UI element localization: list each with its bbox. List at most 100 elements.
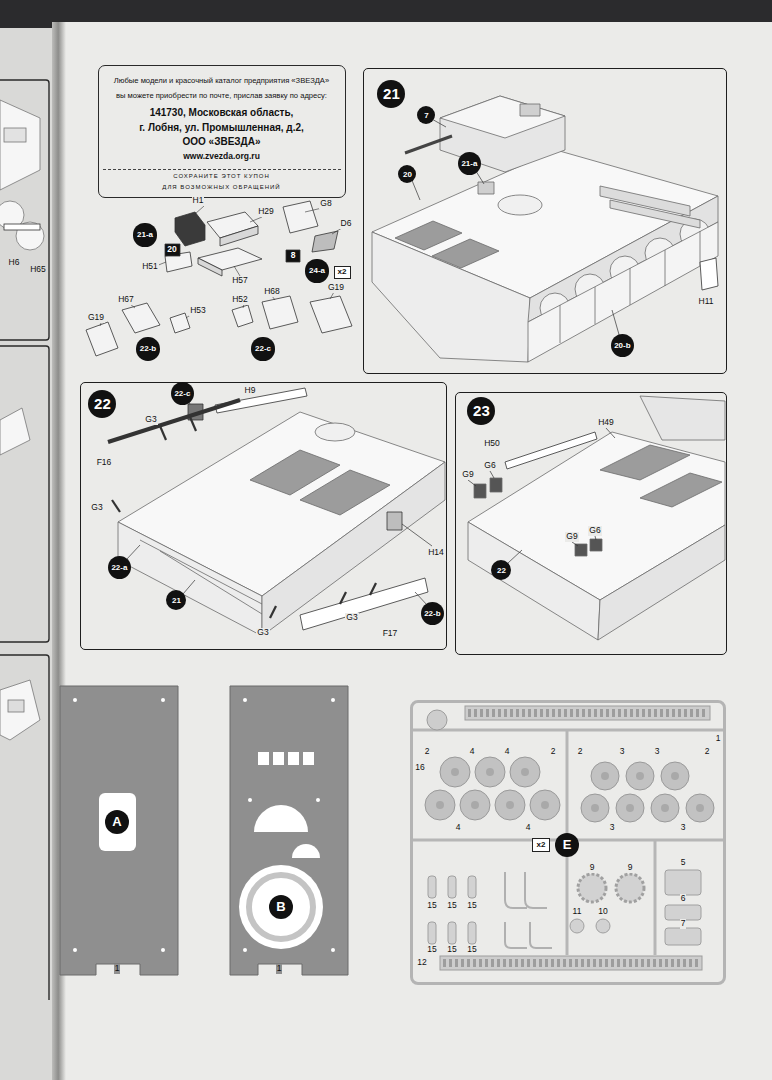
part-label: 2 (704, 747, 711, 756)
sprue-letter: B (269, 895, 293, 919)
callout-circle: 22 (491, 560, 511, 580)
part-label: H1 (192, 196, 205, 205)
callout-number: 21-a (137, 230, 153, 239)
coupon-text: СОХРАНИТЕ ЭТОТ КУПОН (173, 173, 270, 180)
part-label: H9 (244, 386, 257, 395)
step-panel: 21 7 21-a 20 20-b (363, 68, 727, 374)
step-number: 23 (467, 397, 495, 425)
part-label: 1 (715, 734, 722, 743)
part-label: 9 (589, 863, 596, 872)
part-label: 11 (572, 907, 583, 916)
callout-circle: 22-b (136, 337, 159, 360)
part-label: 15 (466, 901, 477, 910)
part-label: H50 (483, 439, 501, 448)
callout-circle: 20 (398, 165, 416, 183)
callout-circle: 21 (166, 590, 186, 610)
quantity-box: x2 (334, 266, 351, 279)
part-label: 5 (680, 858, 687, 867)
part-label: 3 (654, 747, 661, 756)
part-label: 2 (424, 747, 431, 756)
callout-circle: 22-c (171, 382, 194, 405)
coupon-text: Любые модели и красочный каталог предпри… (114, 77, 329, 86)
part-label: 12 (416, 958, 427, 967)
part-label: H67 (117, 295, 135, 304)
callout-circle: 21-a (133, 223, 156, 246)
part-label: 15 (466, 945, 477, 954)
part-label: 8 (290, 251, 297, 260)
part-label: 3 (619, 747, 626, 756)
coupon-text: 141730, Московская область, (150, 107, 294, 119)
part-label: 7 (680, 919, 687, 928)
coupon-text: ДЛЯ ВОЗМОЖНЫХ ОБРАЩЕНИЙ (162, 184, 280, 191)
part-label: G6 (588, 526, 601, 535)
callout-number: 22-c (255, 344, 271, 353)
part-label: 16 (414, 763, 425, 772)
part-label: 3 (609, 823, 616, 832)
callout-circle: 24-a (305, 259, 328, 282)
step-panel: 23 22 (455, 392, 727, 655)
part-label: D6 (340, 219, 353, 228)
part-label: H57 (231, 276, 249, 285)
callout-number: 22-a (111, 563, 127, 572)
part-label: G3 (144, 415, 157, 424)
part-label: H29 (257, 207, 275, 216)
part-label: H14 (427, 548, 445, 557)
part-label: 2 (550, 747, 557, 756)
part-label: G8 (319, 199, 332, 208)
callout-circle: 7 (417, 106, 435, 124)
dashed-separator (103, 169, 341, 170)
part-label: 4 (525, 823, 532, 832)
callout-circle: 21-a (458, 152, 481, 175)
part-label: G3 (345, 613, 358, 622)
part-label: 2 (577, 747, 584, 756)
part-label: H49 (597, 418, 615, 427)
part-label: 10 (597, 907, 608, 916)
part-label: H68 (263, 287, 281, 296)
callout-number: 22-c (174, 389, 190, 398)
part-label: 1 (276, 964, 283, 973)
callout-number: 21 (172, 596, 181, 605)
callout-circle: 22-a (108, 556, 131, 579)
part-label: 4 (504, 747, 511, 756)
part-label: H65 (29, 265, 47, 274)
quantity-mark: x2 (537, 840, 546, 849)
coupon-text: ООО «ЗВЕЗДА» (182, 136, 260, 148)
sprue-sheet: B (230, 686, 348, 975)
quantity-box: x2 (532, 838, 550, 852)
part-label: 3 (680, 823, 687, 832)
step-number: 21 (377, 80, 405, 108)
part-label: 4 (455, 823, 462, 832)
part-label: G3 (90, 503, 103, 512)
quantity-mark: x2 (338, 267, 347, 276)
coupon-text: www.zvezda.org.ru (183, 152, 260, 162)
part-label: 1 (114, 964, 121, 973)
callout-circle: 20-b (611, 334, 634, 357)
part-label: 4 (469, 747, 476, 756)
part-label: G19 (87, 313, 105, 322)
callout-number: 21-a (461, 159, 477, 168)
part-label: 6 (680, 894, 687, 903)
part-label: 20 (166, 245, 177, 254)
part-label: H11 (698, 297, 715, 306)
step-panel: 2222-c22-a2122-b (80, 382, 447, 650)
coupon-text: г. Лобня, ул. Промышленная, д.2, (139, 122, 304, 134)
part-label: 9 (627, 863, 634, 872)
part-label: G3 (256, 628, 269, 637)
part-label: H6 (8, 258, 21, 267)
part-label: G6 (483, 461, 496, 470)
sprue-letter: E (555, 833, 579, 857)
callout-circle: 22-c (251, 337, 274, 360)
sprue-frame: Ex2 (410, 700, 726, 985)
callout-number: 20 (403, 170, 412, 179)
part-label: G9 (565, 532, 578, 541)
part-label: G9 (461, 470, 474, 479)
part-label: 15 (426, 945, 437, 954)
part-label: H52 (231, 295, 249, 304)
callout-number: 22-b (140, 344, 156, 353)
callout-number: 22 (497, 566, 506, 575)
coupon-box: Любые модели и красочный каталог предпри… (98, 65, 346, 198)
coupon-text: вы можете приобрести по почте, прислав з… (116, 92, 327, 101)
part-label: 15 (426, 901, 437, 910)
